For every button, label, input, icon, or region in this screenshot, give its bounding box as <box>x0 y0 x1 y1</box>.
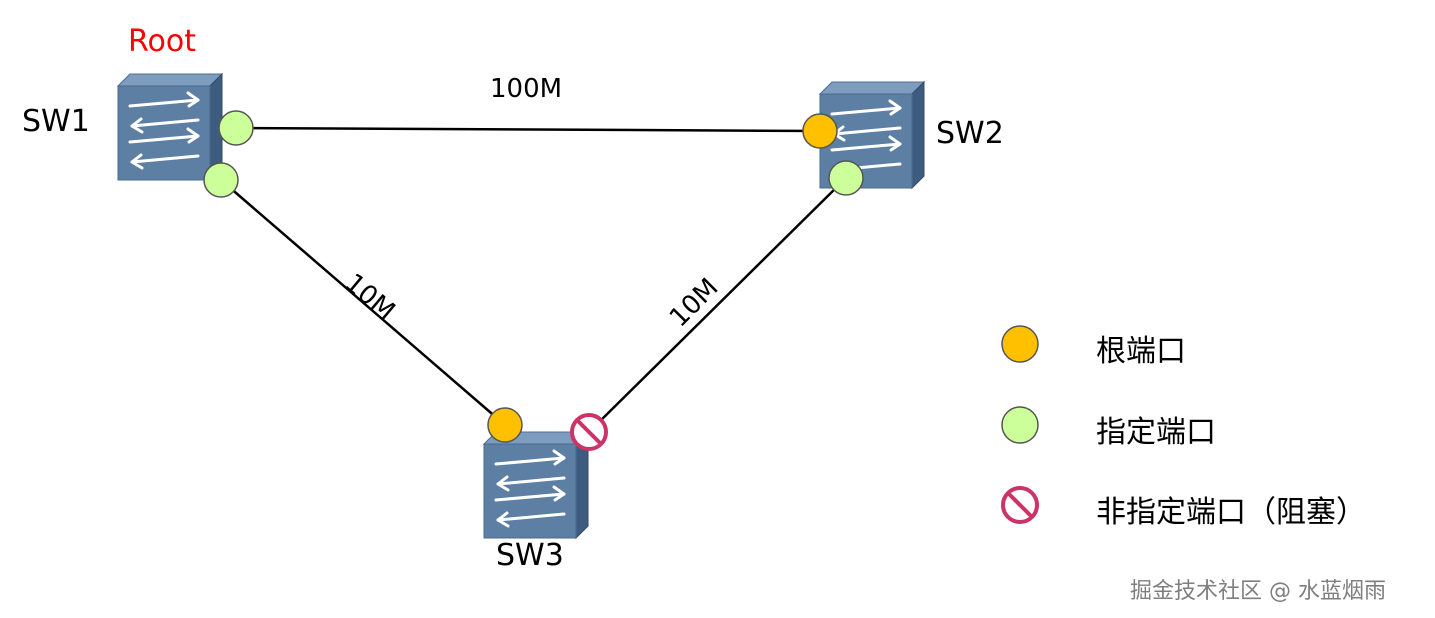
switch-sw1-icon <box>116 72 224 182</box>
legend-root-port-label: 根端口 <box>1096 334 1186 369</box>
watermark: 掘金技术社区 @ 水蓝烟雨 <box>1130 579 1386 604</box>
root-label: Root <box>128 24 196 59</box>
legend-designated-port-label: 指定端口 <box>1096 415 1216 450</box>
link-sw1-sw2-speed-label: 100M <box>490 74 563 104</box>
switch-sw3-icon <box>482 430 590 540</box>
legend-designated-port-icon <box>1001 406 1039 444</box>
sw3-root-port-icon <box>487 407 523 443</box>
sw2-designated-port-icon <box>828 160 864 196</box>
legend-blocked-port-icon <box>1001 486 1039 524</box>
link-sw1-sw2 <box>235 126 821 133</box>
link-sw1-sw3 <box>220 179 506 426</box>
legend-blocked-port-label: 非指定端口（阻塞） <box>1096 495 1366 530</box>
switch-sw1-label: SW1 <box>22 104 90 139</box>
link-sw2-sw3 <box>588 177 847 433</box>
sw2-root-port-icon <box>802 113 838 149</box>
sw1-designated-port-icon <box>203 162 239 198</box>
sw1-designated-port-icon <box>218 110 254 146</box>
switch-sw2-label: SW2 <box>936 116 1004 151</box>
switch-sw3-label: SW3 <box>496 538 564 573</box>
sw3-blocked-port-icon <box>570 413 608 451</box>
legend-root-port-icon <box>1001 325 1039 363</box>
